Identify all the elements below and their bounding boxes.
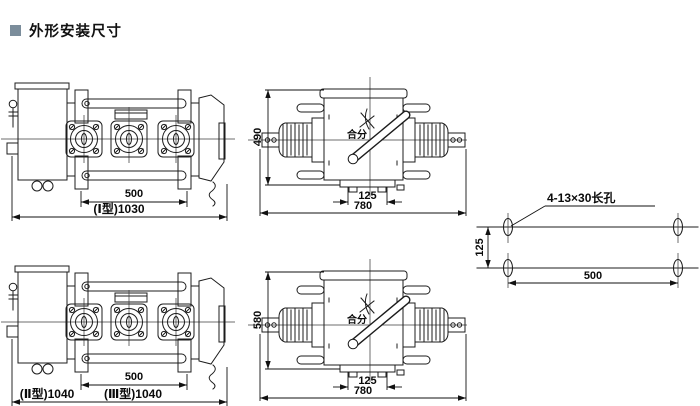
dim-feet-125: 125 xyxy=(333,372,402,390)
slot-hole xyxy=(503,259,513,277)
mounting-hole-pattern-drawing: 4-13×30长孔 125 500 xyxy=(474,190,699,288)
slot-hole xyxy=(503,218,513,236)
dim-mount-500: 500 xyxy=(80,188,188,207)
dim-overall-780: 780 xyxy=(259,334,467,401)
front-view-type23-drawing: 500 (Ⅱ型)1040 (Ⅲ型)1040 xyxy=(5,258,240,406)
dim-label-type3-1040: (Ⅲ型)1040 xyxy=(104,386,162,401)
close-open-label: 合分 xyxy=(346,128,367,141)
dim-label-holes-125: 125 xyxy=(474,238,486,256)
side-view-type1-drawing: 合分 490 125 780 xyxy=(248,77,467,216)
section-bullet-icon xyxy=(10,25,21,36)
dim-mount-500: 500 xyxy=(80,371,188,390)
dim-label-125: 125 xyxy=(358,375,376,387)
dim-overall-1040: (Ⅱ型)1040 (Ⅲ型)1040 xyxy=(11,339,228,406)
dim-label-490: 490 xyxy=(252,128,264,146)
dim-holes-500: 500 xyxy=(508,270,678,286)
slot-callout: 4-13×30长孔 xyxy=(510,190,655,227)
dim-label-580: 580 xyxy=(252,311,264,329)
dim-label-type2-1040: (Ⅱ型)1040 xyxy=(20,386,75,401)
dim-label-125: 125 xyxy=(358,190,376,202)
dim-height-580: 580 xyxy=(252,271,340,370)
dim-feet-125: 125 xyxy=(333,187,402,205)
slot-hole xyxy=(673,218,683,236)
dim-label-780: 780 xyxy=(354,200,372,212)
dim-overall-1030: (Ⅰ型)1030 xyxy=(11,156,228,221)
dim-label-780: 780 xyxy=(354,385,372,397)
slot-label: 4-13×30长孔 xyxy=(547,190,615,205)
side-view-type23-drawing: 合分 580 125 780 xyxy=(248,259,467,401)
close-open-label: 合分 xyxy=(346,313,367,326)
section-header: 外形安装尺寸 xyxy=(10,20,122,41)
dim-label-500: 500 xyxy=(125,188,143,200)
dim-overall-780: 780 xyxy=(259,149,467,216)
dim-label-500: 500 xyxy=(125,371,143,383)
dim-height-490: 490 xyxy=(252,89,340,186)
dim-holes-125: 125 xyxy=(474,227,491,268)
front-view-type1-drawing: 500 (Ⅰ型)1030 xyxy=(5,80,240,221)
dim-label-type1-1030: (Ⅰ型)1030 xyxy=(93,201,144,216)
dim-label-holes-500: 500 xyxy=(584,270,602,282)
slot-hole xyxy=(673,259,683,277)
page-title: 外形安装尺寸 xyxy=(29,24,122,40)
